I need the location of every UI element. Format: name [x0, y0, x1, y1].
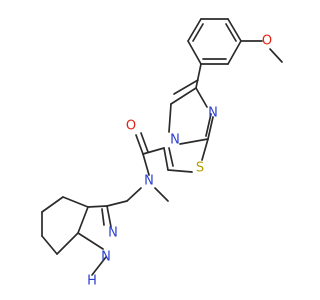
bonds	[41, 18, 283, 276]
thiazole-sulfur-label: S	[196, 161, 204, 176]
imidazole-nitrogen-label: N	[208, 106, 218, 121]
methoxy-oxygen-label: O	[262, 34, 272, 49]
bridgehead-nitrogen-label: N	[170, 133, 180, 148]
pyrazole-nh-nitrogen-label: N	[101, 250, 111, 265]
nh-hydrogen-label: H	[87, 274, 97, 289]
amide-oxygen-label: O	[126, 119, 136, 134]
pyrazole-nitrogen-label: N	[108, 226, 118, 241]
atom-labels: O O N N N S N N H	[87, 34, 272, 289]
molecule-structure: O O N N N S N N H	[41, 18, 283, 289]
amide-nitrogen-label: N	[144, 174, 154, 189]
